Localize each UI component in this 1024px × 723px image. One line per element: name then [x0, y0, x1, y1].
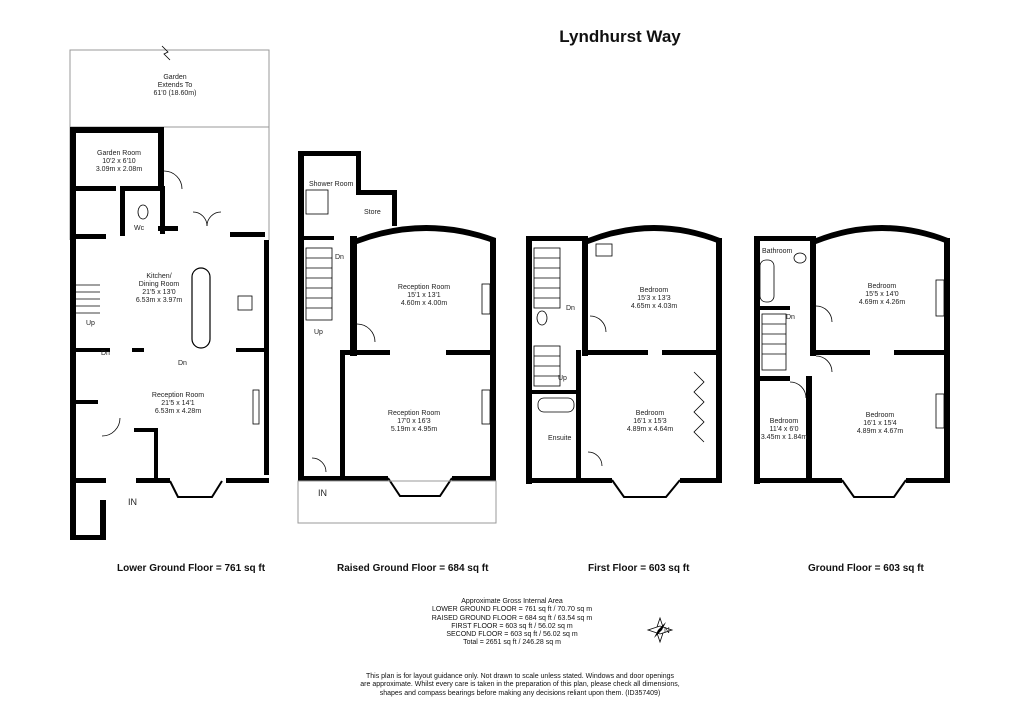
- label-entrance: IN: [128, 497, 137, 507]
- area-summary: Approximate Gross Internal Area LOWER GR…: [362, 598, 662, 648]
- room-reception-front: Reception Room 15'1 x 13'1 4.60m x 4.00m: [397, 284, 451, 307]
- area-line: FIRST FLOOR = 603 sq ft / 56.02 sq m: [451, 622, 573, 630]
- room-ensuite: Ensuite: [548, 435, 572, 442]
- room-reception-rear: Reception Room 17'0 x 16'3 5.19m x 4.95m: [387, 410, 441, 433]
- label-entrance: IN: [318, 488, 327, 498]
- room-bedroom-front: Bedroom 15'5 x 14'0 4.69m x 4.26m: [858, 283, 906, 306]
- label-up: Up: [86, 320, 95, 327]
- label-dn: Dn: [335, 254, 344, 261]
- label-dn-1: Dn: [101, 350, 110, 357]
- room-kitchen-dining: Kitchen/ Dining Room 21'5 x 13'0 6.53m x…: [135, 273, 183, 304]
- label-dn-2: Dn: [178, 360, 187, 367]
- floor-label-lower-ground: Lower Ground Floor = 761 sq ft: [117, 563, 266, 574]
- room-store: Store: [364, 209, 381, 216]
- room-bedroom-front: Bedroom 15'3 x 13'3 4.65m x 4.03m: [630, 287, 678, 310]
- lower-ground-floor-plan: [69, 45, 270, 540]
- ground-floor-plan: [754, 225, 950, 498]
- first-floor-plan: [526, 225, 722, 498]
- label-up: Up: [314, 329, 323, 336]
- room-reception-lower: Reception Room 21'5 x 14'1 6.53m x 4.28m: [151, 392, 205, 415]
- room-shower-room: Shower Room: [309, 181, 354, 188]
- area-heading: Approximate Gross Internal Area: [461, 598, 563, 605]
- floor-label-raised-ground: Raised Ground Floor = 684 sq ft: [337, 563, 489, 574]
- floor-label-first: First Floor = 603 sq ft: [588, 563, 690, 574]
- page-title: Lyndhurst Way: [559, 27, 681, 46]
- raised-ground-floor-plan: [297, 151, 497, 524]
- compass-label: N: [664, 626, 670, 635]
- room-bedroom-rear: Bedroom 16'1 x 15'3 4.89m x 4.64m: [626, 410, 674, 433]
- area-total: Total = 2651 sq ft / 246.28 sq m: [463, 639, 561, 647]
- label-dn: Dn: [786, 314, 795, 321]
- area-line: SECOND FLOOR = 603 sq ft / 56.02 sq m: [446, 631, 578, 639]
- room-garden: Garden Extends To 61'0 (18.60m): [153, 74, 197, 97]
- area-line: LOWER GROUND FLOOR = 761 sq ft / 70.70 s…: [431, 606, 593, 614]
- label-wc: Wc: [134, 225, 145, 232]
- room-garden-room: Garden Room 10'2 x 6'10 3.09m x 2.08m: [95, 150, 143, 173]
- compass-icon: [646, 616, 674, 644]
- room-bedroom-rear: Bedroom 16'1 x 15'4 4.89m x 4.67m: [856, 412, 904, 435]
- floor-label-ground: Ground Floor = 603 sq ft: [808, 563, 924, 574]
- room-bedroom-small: Bedroom 11'4 x 6'0 3.45m x 1.84m: [760, 418, 808, 441]
- label-up: Up: [558, 375, 567, 382]
- area-line: RAISED GROUND FLOOR = 684 sq ft / 63.54 …: [431, 614, 593, 622]
- room-bathroom: Bathroom: [762, 248, 793, 255]
- label-dn: Dn: [566, 305, 575, 312]
- disclaimer: This plan is for layout guidance only. N…: [360, 673, 680, 697]
